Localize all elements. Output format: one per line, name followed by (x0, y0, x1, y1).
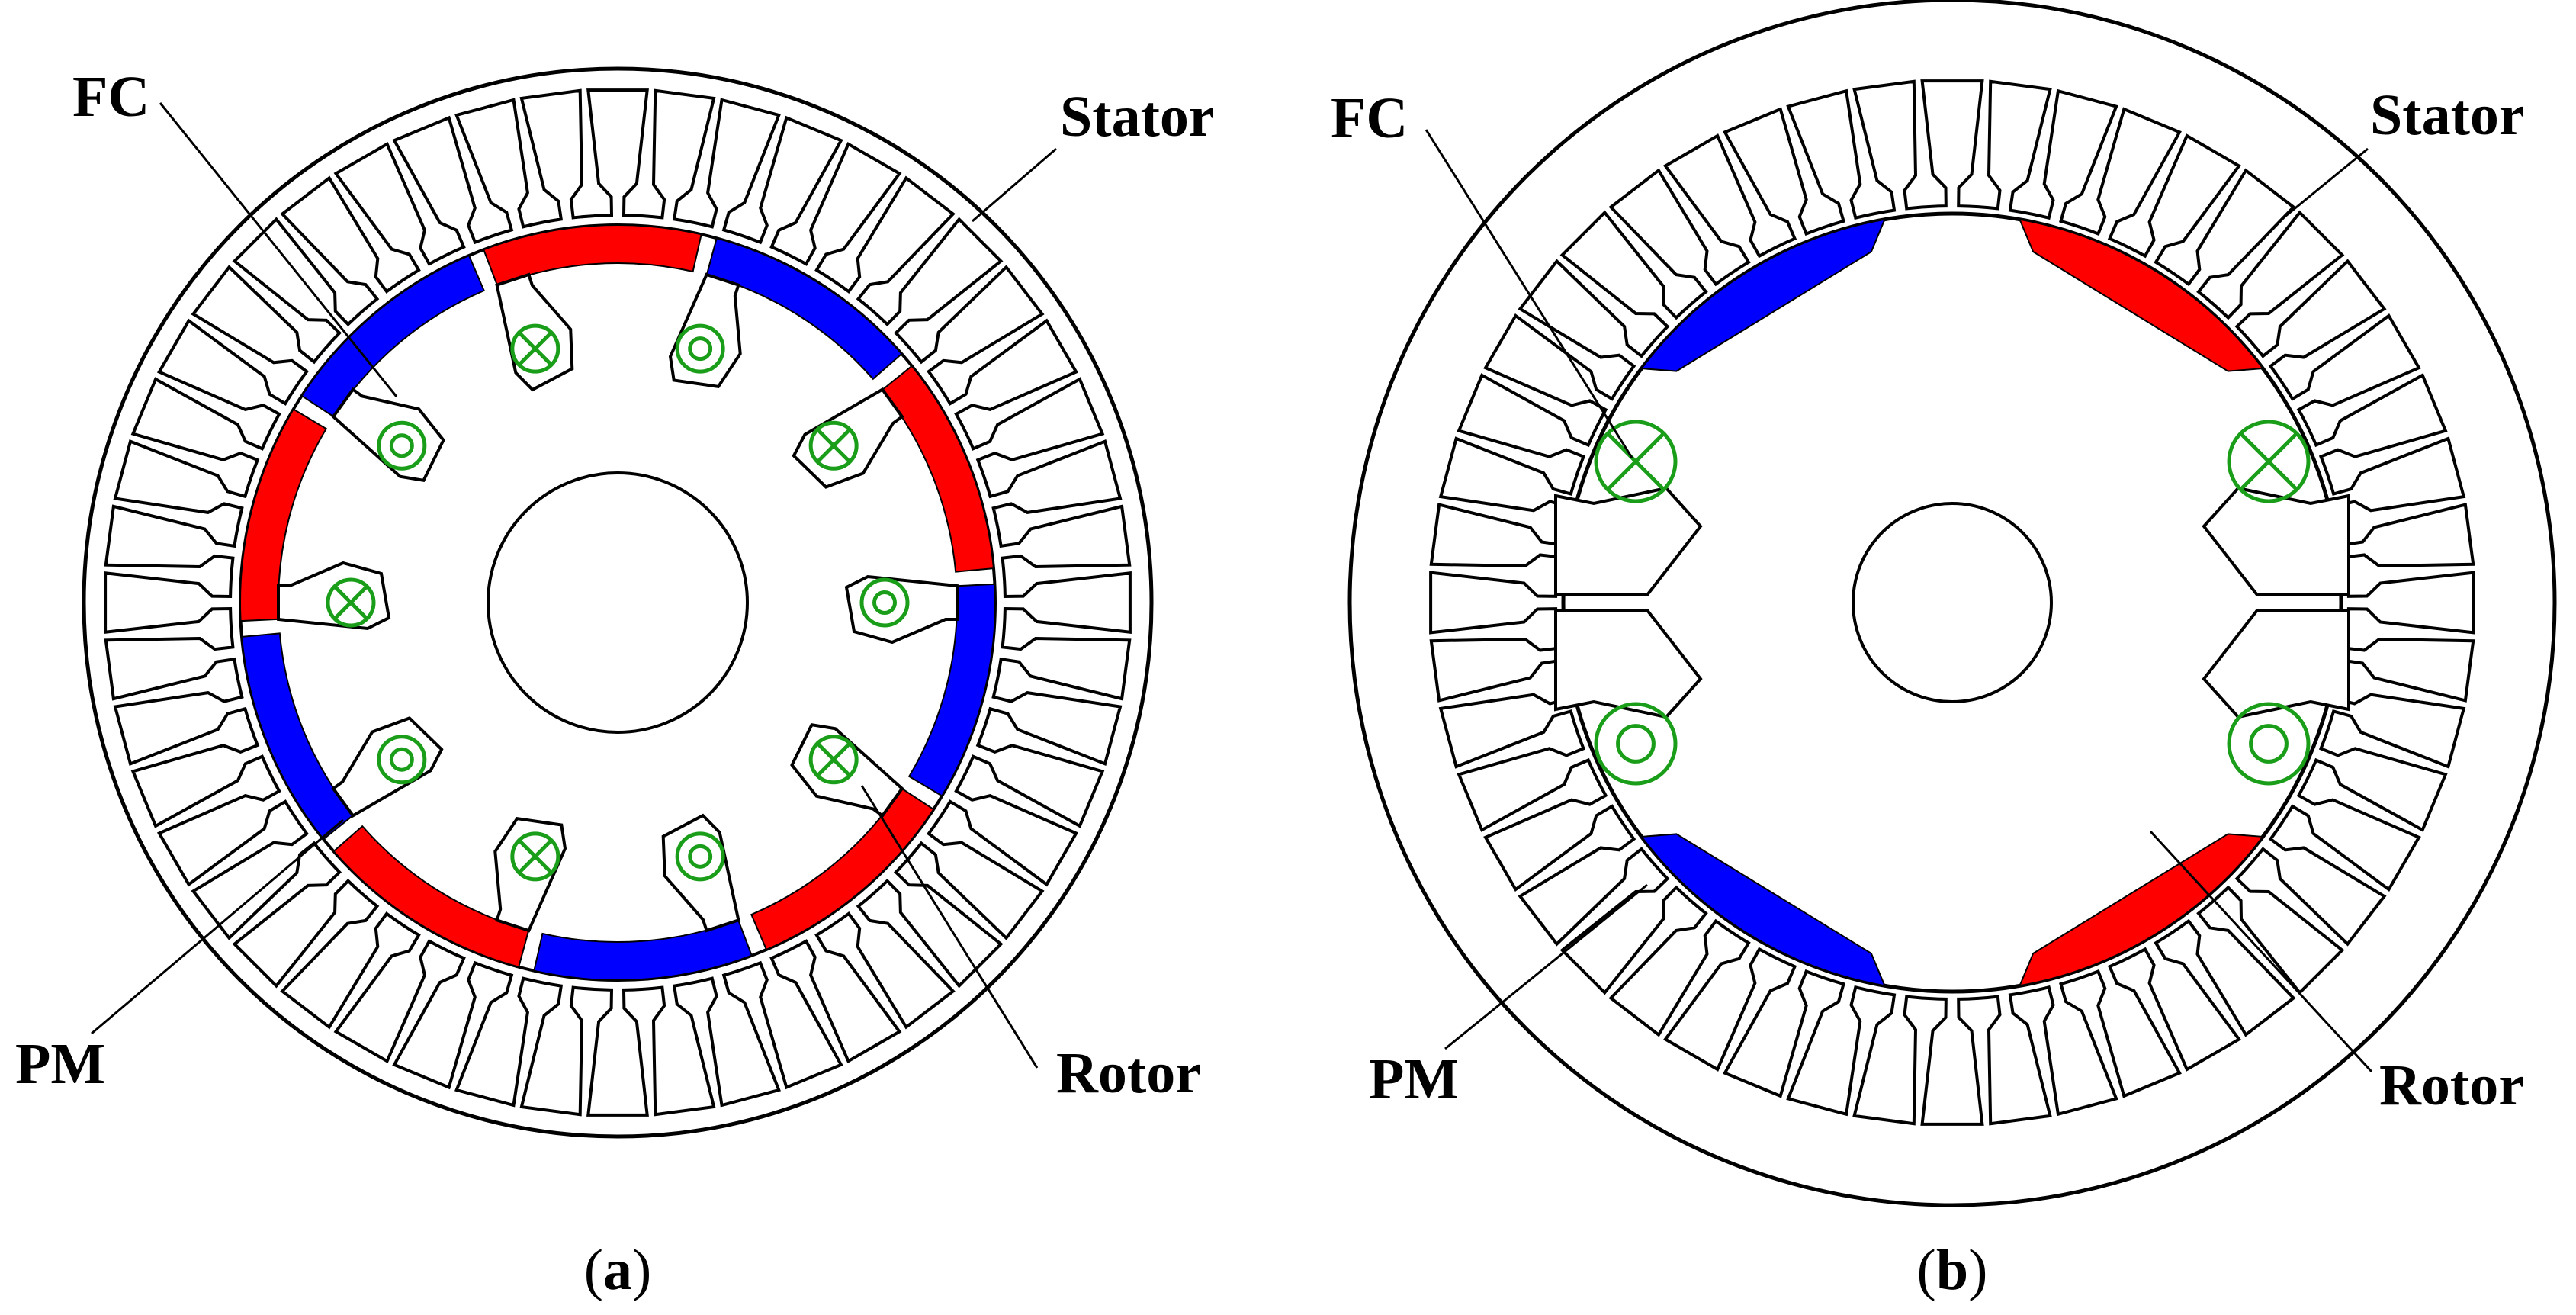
panel-a-field-coil-6-cross-icon (510, 831, 560, 882)
panel-b-leader-lines (1425, 129, 2373, 1073)
panel-a-coil-dot-7 (389, 747, 414, 772)
panel-a-pm-magnet-7 (240, 632, 355, 841)
panel-a-rotor-leader (860, 785, 1039, 1069)
panel-a-fc-slot-3 (844, 574, 959, 645)
panel-b-coil-ring-0 (1594, 420, 1678, 503)
panel-a-coil-dot-3 (872, 590, 897, 615)
panel-a-pm-magnet-6 (332, 825, 530, 968)
panel-a-stator-leader (972, 147, 1057, 223)
panel-a-rotor (239, 223, 997, 982)
panel-a-pm-magnet-9 (300, 254, 486, 418)
panel-b-coil-cross-b-1 (2239, 432, 2298, 491)
panel-a-coil-ring-4 (808, 735, 859, 785)
panel-b-coil-ring-2 (1594, 702, 1678, 786)
panel-a-coil-dot-5 (688, 844, 713, 869)
panel-b-rotor (1554, 211, 2350, 994)
panel-a-pm-magnet-8 (239, 408, 328, 622)
panel-b-coil-dot-3 (2249, 724, 2289, 764)
panel-b-shaft (1852, 502, 2053, 703)
panel-b-pm-leader (1444, 883, 1648, 1050)
panel-a-field-coil-1-dot-icon (675, 323, 725, 374)
panel-b-stator-leader (2283, 147, 2369, 219)
panel-a-field-coil-8-cross-icon (326, 577, 376, 628)
panel-a-coil-cross-b-2 (816, 428, 851, 464)
panel-b-field-coil-3-dot-icon (2227, 702, 2311, 786)
panel-a-fc-label: FC (72, 65, 149, 129)
panel-a-coil-ring-8 (326, 577, 376, 628)
panel-b-fc-label: FC (1331, 86, 1408, 150)
panel-a-coil-cross-b-4 (816, 741, 851, 777)
panel-b-pm-magnet-3 (2018, 833, 2265, 987)
panel-b-coil-dot-2 (1616, 724, 1656, 764)
panel-a-field-coil-2-cross-icon (808, 420, 859, 471)
panel-a-field-coil-9-dot-icon (377, 420, 427, 471)
panel-a-rotor-label: Rotor (1056, 1041, 1201, 1105)
panel-b-caption: (b) (1917, 1238, 1988, 1302)
panel-b-coil-ring-1 (2227, 420, 2311, 503)
panel-a-shaft (487, 471, 749, 734)
panel-a-field-coil-5-dot-icon (675, 831, 725, 882)
panel-a-coil-dot-9 (389, 433, 414, 458)
panel-a-fc-slot-9 (331, 387, 445, 483)
panel-a-field-coil-4-cross-icon (808, 735, 859, 785)
panel-b-fc-leader (1425, 129, 1633, 458)
panel-b-field-coil-0-cross-icon (1594, 420, 1678, 503)
panel-a-leader-lines (91, 102, 1057, 1069)
panel-a-coil-cross-b-8 (333, 585, 368, 620)
panel-a-coil-ring-1 (675, 323, 725, 374)
panel-a-fc-leader (159, 102, 398, 397)
panel-b-rotor-leader (2149, 830, 2373, 1073)
panel-b-coil-ring-3 (2227, 702, 2311, 786)
panel-a-coil-ring-3 (859, 577, 910, 628)
panel-b-pm-magnet-0 (1640, 218, 1887, 372)
panel-b-field-coil-1-cross-icon (2227, 420, 2311, 503)
panel-a-coil-ring-9 (377, 420, 427, 471)
panel-a-field-coil-0-cross-icon (510, 323, 560, 374)
panel-a-coil-ring-6 (510, 831, 560, 882)
panel-b-pm-magnet-2 (1640, 833, 1887, 987)
panel-a-coil-ring-7 (377, 735, 427, 785)
panel-b-coil-cross-b-0 (1606, 432, 1665, 491)
panel-a-field-coil-7-dot-icon (377, 735, 427, 785)
panel-a-coil-cross-b-0 (518, 331, 553, 366)
panel-a-motor-cross-section: FC Stator PM Rotor (a) (15, 65, 1215, 1302)
panel-a-coil-ring-5 (675, 831, 725, 882)
panel-a-pm-leader (91, 818, 344, 1035)
panel-b-pm-label: PM (1369, 1047, 1459, 1111)
panel-a-stator-label: Stator (1060, 85, 1215, 149)
panel-a-pm-magnet-2 (881, 365, 995, 573)
panel-a-field-coil-3-dot-icon (859, 577, 910, 628)
panel-b-field-coil-2-dot-icon (1594, 702, 1678, 786)
panel-a-caption: (a) (584, 1238, 652, 1302)
panel-a-coil-cross-b-6 (518, 839, 553, 874)
panel-a-coil-ring-0 (510, 323, 560, 374)
panel-b-rotor-label: Rotor (2379, 1053, 2524, 1117)
panel-a-coil-ring-2 (808, 420, 859, 471)
panel-b-motor-cross-section: FC Stator PM Rotor (b) (1331, 0, 2557, 1302)
panel-a-pm-label: PM (15, 1032, 105, 1096)
panel-b-stator-label: Stator (2370, 83, 2525, 147)
panel-a-pm-magnet-0 (482, 224, 702, 287)
panel-a-pm-magnet-3 (907, 583, 996, 797)
panel-b-pm-magnet-1 (2018, 218, 2265, 372)
panel-a-coil-dot-1 (688, 336, 713, 362)
panel-a-pm-magnet-5 (533, 918, 753, 981)
panel-a-pm-magnet-1 (705, 237, 903, 381)
